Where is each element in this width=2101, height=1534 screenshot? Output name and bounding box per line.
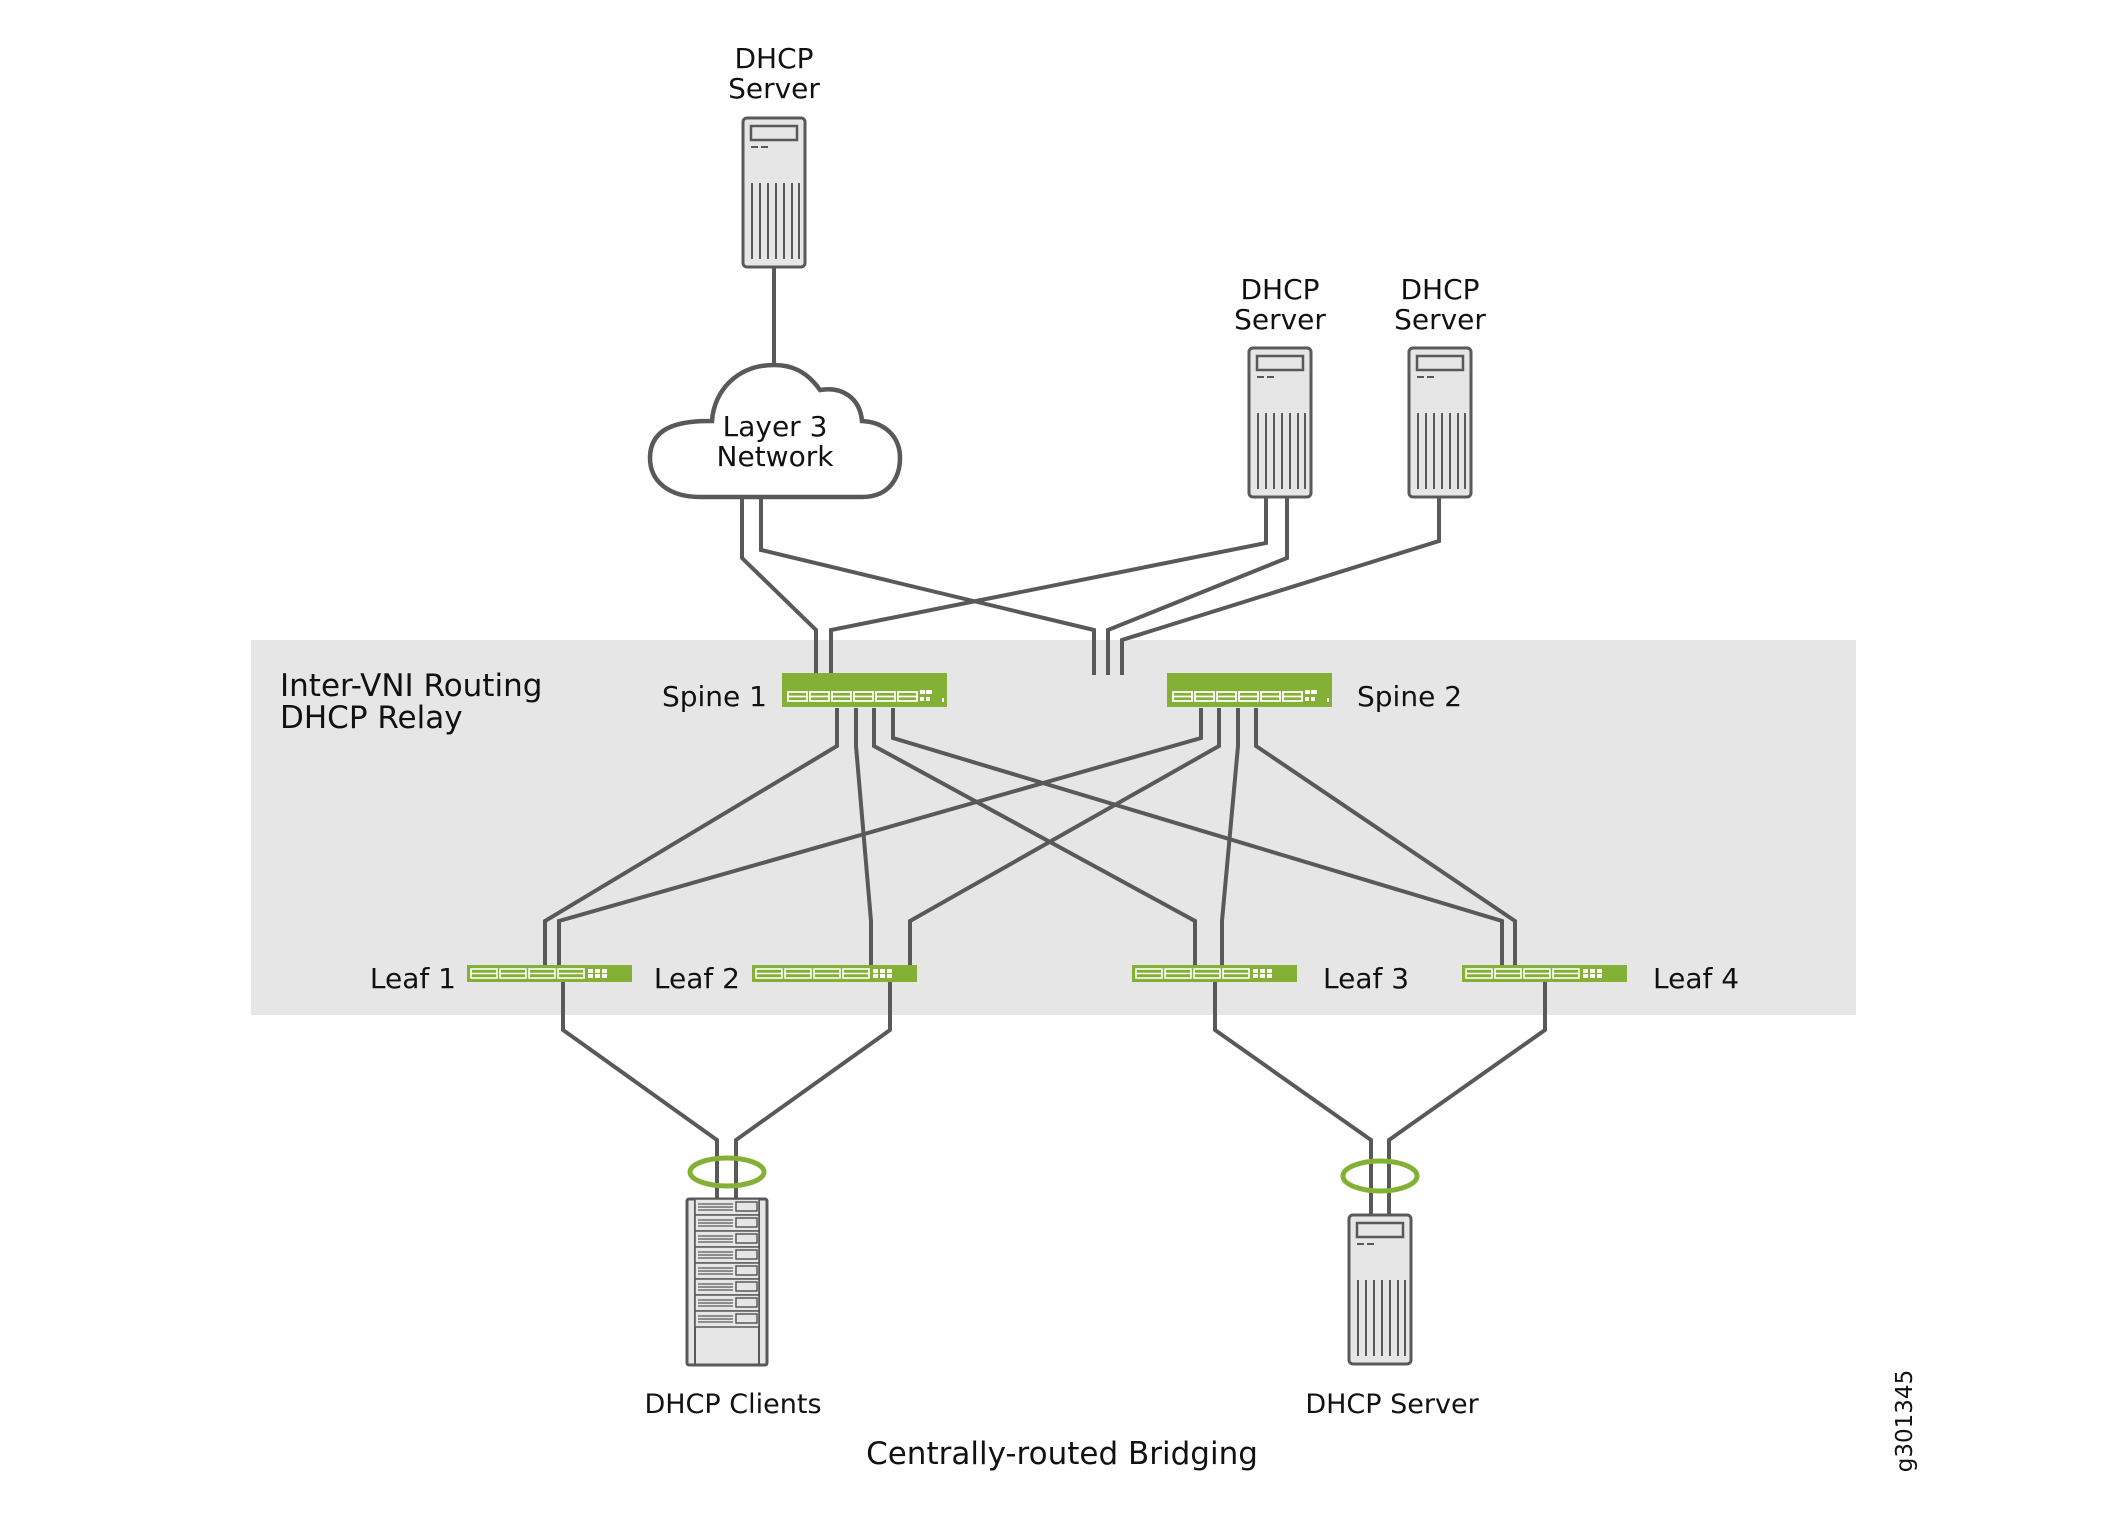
link-leaf4-server: [1387, 981, 1547, 1215]
leaf-3[interactable]: Leaf 3: [1132, 962, 1409, 995]
spine-2-label: Spine 2: [1357, 680, 1462, 713]
lag-clients-icon: [687, 1155, 767, 1189]
dhcp-server-right-b[interactable]: DHCP Server: [1394, 273, 1486, 499]
figure-id: g301345: [1892, 1370, 1918, 1472]
server-right-a-label-line1: DHCP: [1240, 273, 1319, 306]
server-right-b-label-line1: DHCP: [1400, 273, 1479, 306]
zone-label-line1: Inter-VNI Routing: [280, 668, 542, 704]
spine-2[interactable]: Spine 2: [1167, 673, 1462, 713]
link-spine1-leaf4: [891, 708, 1504, 966]
server-right-b-label-line2: Server: [1394, 303, 1486, 336]
leaf-3-label: Leaf 3: [1323, 962, 1409, 995]
zone-label-line2: DHCP Relay: [280, 700, 463, 736]
leaf-switch-icon: [1462, 965, 1627, 982]
dhcp-server-bottom[interactable]: DHCP Server: [1305, 1213, 1480, 1420]
spine-1-label: Spine 1: [662, 680, 767, 713]
lag-server-icon: [1340, 1158, 1420, 1194]
server-tower-icon: [741, 116, 807, 269]
link-serverA-spine1: [829, 497, 1268, 675]
cloud-label-line1: Layer 3: [723, 410, 828, 443]
link-spine2-leaf2: [908, 708, 1221, 966]
leaf-4[interactable]: Leaf 4: [1462, 962, 1739, 995]
dhcp-server-right-a[interactable]: DHCP Server: [1234, 273, 1326, 499]
link-leaf1-clients: [561, 981, 719, 1199]
dhcp-clients-label: DHCP Clients: [644, 1389, 821, 1420]
leaf-switch-icon: [1132, 965, 1297, 982]
leaf-2-label: Leaf 2: [654, 962, 740, 995]
link-cloud-spine1: [740, 497, 818, 675]
dhcp-server-top[interactable]: DHCP Server: [728, 42, 820, 269]
leaf-4-label: Leaf 4: [1653, 962, 1739, 995]
server-bottom-label: DHCP Server: [1305, 1389, 1479, 1420]
server-top-label-line2: Server: [728, 72, 820, 105]
server-rack-icon: [685, 1197, 769, 1367]
cloud-label-line2: Network: [717, 440, 835, 473]
link-spine2-leaf1: [557, 708, 1203, 966]
link-spine2-leaf4: [1254, 708, 1517, 966]
leaf-1[interactable]: Leaf 1: [370, 962, 632, 995]
links: [543, 267, 1547, 1215]
diagram-title: Centrally-routed Bridging: [866, 1436, 1258, 1472]
server-tower-icon: [1247, 346, 1313, 499]
dhcp-clients[interactable]: DHCP Clients: [644, 1197, 822, 1420]
spine-1[interactable]: Spine 1: [662, 673, 947, 713]
link-serverB-spine2: [1120, 497, 1441, 675]
fabric-zone: [251, 640, 1856, 1015]
server-tower-icon: [1347, 1213, 1413, 1366]
leaf-switch-icon: [752, 965, 917, 982]
link-serverA-spine2: [1106, 497, 1289, 675]
link-leaf3-server: [1213, 981, 1373, 1215]
spine-switch-icon: [782, 673, 947, 707]
leaf-1-label: Leaf 1: [370, 962, 456, 995]
leaf-2[interactable]: Leaf 2: [654, 962, 917, 995]
link-leaf2-clients: [734, 981, 892, 1199]
leaf-switch-icon: [467, 965, 632, 982]
spine-switch-icon: [1167, 673, 1332, 707]
link-cloud-spine2: [759, 497, 1096, 675]
server-tower-icon: [1407, 346, 1473, 499]
link-spine1-leaf3: [872, 708, 1197, 966]
layer3-network[interactable]: Layer 3 Network: [647, 362, 903, 500]
link-spine1-leaf1: [543, 708, 839, 966]
cloud-icon: [647, 362, 903, 500]
server-right-a-label-line2: Server: [1234, 303, 1326, 336]
link-spine2-leaf3: [1220, 708, 1240, 966]
server-top-label-line1: DHCP: [734, 42, 813, 75]
